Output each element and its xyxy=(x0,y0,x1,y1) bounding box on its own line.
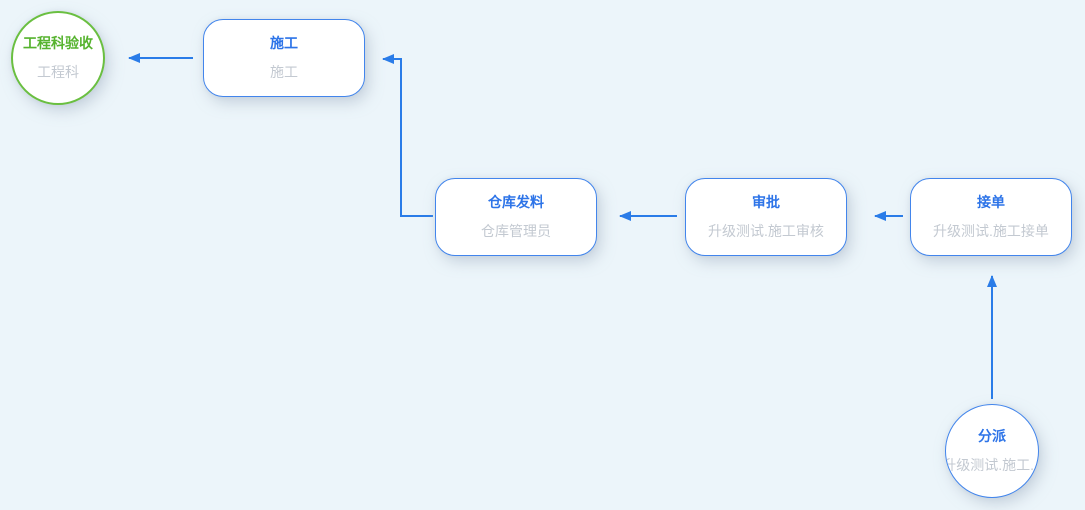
node-assignee: 仓库管理员 xyxy=(481,223,551,239)
node-warehouse-issue[interactable]: 仓库发料 仓库管理员 xyxy=(435,178,597,256)
node-assignee: 工程科 xyxy=(37,64,79,80)
arrow-warehouse-to-construction xyxy=(382,54,433,217)
node-receive-order[interactable]: 接单 升级测试.施工接单 xyxy=(910,178,1072,256)
node-assignee: 升级测试.施工... xyxy=(945,457,1039,473)
node-construction[interactable]: 施工 施工 xyxy=(203,19,365,97)
node-approval[interactable]: 审批 升级测试.施工审核 xyxy=(685,178,847,256)
node-assignee: 升级测试.施工接单 xyxy=(933,223,1049,239)
node-title: 接单 xyxy=(977,194,1005,210)
node-assignee: 升级测试.施工审核 xyxy=(708,223,824,239)
node-engineering-acceptance[interactable]: 工程科验收 工程科 xyxy=(11,11,105,105)
node-title: 审批 xyxy=(752,194,780,210)
node-title: 工程科验收 xyxy=(23,35,93,51)
node-dispatch[interactable]: 分派 升级测试.施工... xyxy=(945,404,1039,498)
node-title: 施工 xyxy=(270,35,298,51)
node-assignee: 施工 xyxy=(270,64,298,80)
node-title: 仓库发料 xyxy=(488,194,544,210)
node-title: 分派 xyxy=(978,428,1006,444)
